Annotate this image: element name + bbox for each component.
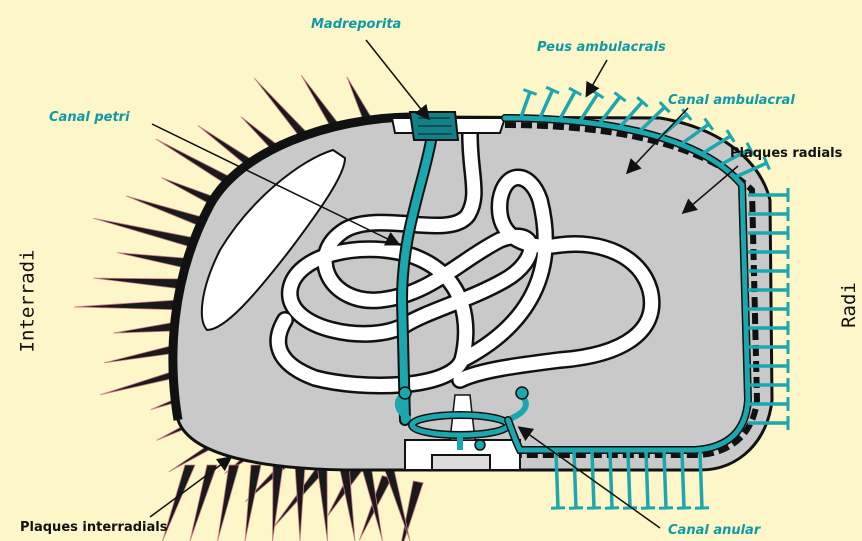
spine [126,196,208,228]
label-radi: Radi [838,282,860,328]
tube-foot [700,452,702,508]
label-plaques-radials: Plaques radials [730,146,842,161]
spine [117,253,187,268]
spine [383,465,410,541]
label-canal-anular: Canal anular [668,523,760,538]
tube-foot [682,452,684,508]
label-interradi: Interradi [16,250,38,353]
label-canal-petri: Canal petri [49,110,130,125]
tube-foot [540,90,553,118]
label-plaques-interradials: Plaques interradials [20,520,167,535]
tube-foot [646,452,648,508]
tube-foot [610,452,612,508]
tube-foot [560,91,575,119]
spine [93,218,195,247]
tube-foot [628,452,630,508]
label-canal-ambulacral: Canal ambulacral [668,93,795,108]
spine [74,300,180,310]
spine [218,465,240,541]
spine [93,278,181,289]
spine [190,465,217,541]
label-peus-ambulacrals: Peus ambulacrals [537,40,666,55]
spine [295,465,305,541]
label-madreporita: Madreporita [311,17,401,32]
spine [317,465,328,541]
tube-foot [556,452,558,508]
leader-madreporita [366,40,428,118]
tube-foot [574,452,576,508]
spine [245,465,261,541]
spine [273,465,284,541]
tube-foot [664,452,666,508]
leader-peus [587,60,607,95]
